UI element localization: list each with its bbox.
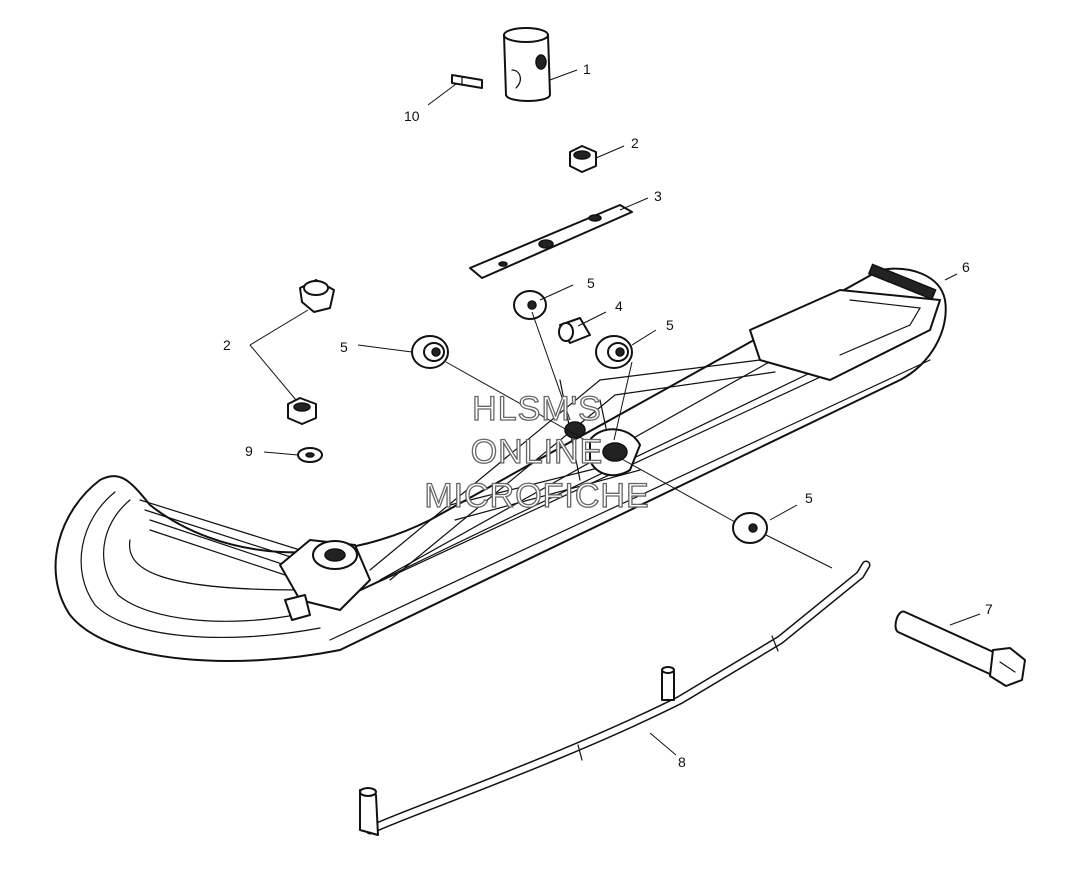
leader-lines bbox=[249, 69, 981, 756]
callout-4: 4 bbox=[615, 298, 623, 314]
wear-bar[interactable] bbox=[359, 560, 871, 836]
callout-5-d: 5 bbox=[805, 490, 813, 506]
washer-c[interactable] bbox=[595, 335, 633, 369]
ski-body[interactable] bbox=[54, 263, 947, 662]
washer-b[interactable] bbox=[411, 335, 449, 369]
callout-1: 1 bbox=[583, 61, 591, 77]
callout-5-a: 5 bbox=[587, 275, 595, 291]
callout-9: 9 bbox=[245, 443, 253, 459]
lock-nut-left[interactable] bbox=[299, 279, 335, 313]
bolt[interactable] bbox=[894, 610, 1026, 687]
washer-d[interactable] bbox=[732, 512, 768, 544]
callout-5-c: 5 bbox=[666, 317, 674, 333]
callout-5-b: 5 bbox=[340, 339, 348, 355]
spindle-sleeve[interactable] bbox=[503, 27, 551, 102]
watermark-line-3: MICROFICHE bbox=[424, 477, 649, 515]
bushing[interactable] bbox=[558, 317, 591, 344]
pin[interactable] bbox=[451, 74, 483, 89]
watermark: HLSM'S ONLINE MICROFICHE bbox=[424, 389, 650, 515]
lock-nut-lower[interactable] bbox=[287, 397, 317, 425]
callout-8: 8 bbox=[678, 754, 686, 770]
washer-a[interactable] bbox=[513, 290, 547, 320]
callout-10: 10 bbox=[404, 108, 420, 124]
callout-3: 3 bbox=[654, 188, 662, 204]
lock-nut-top[interactable] bbox=[569, 145, 597, 173]
retainer-plate[interactable] bbox=[469, 204, 633, 279]
callout-6: 6 bbox=[962, 259, 970, 275]
watermark-line-1: HLSM'S bbox=[472, 390, 602, 428]
callout-7: 7 bbox=[985, 601, 993, 617]
watermark-line-2: ONLINE bbox=[471, 433, 604, 471]
callout-labels: 1 10 2 3 6 5 4 5 2 5 9 5 7 8 bbox=[223, 61, 993, 770]
callout-2-left: 2 bbox=[223, 337, 231, 353]
flat-washer[interactable] bbox=[297, 447, 323, 463]
callout-2-top: 2 bbox=[631, 135, 639, 151]
